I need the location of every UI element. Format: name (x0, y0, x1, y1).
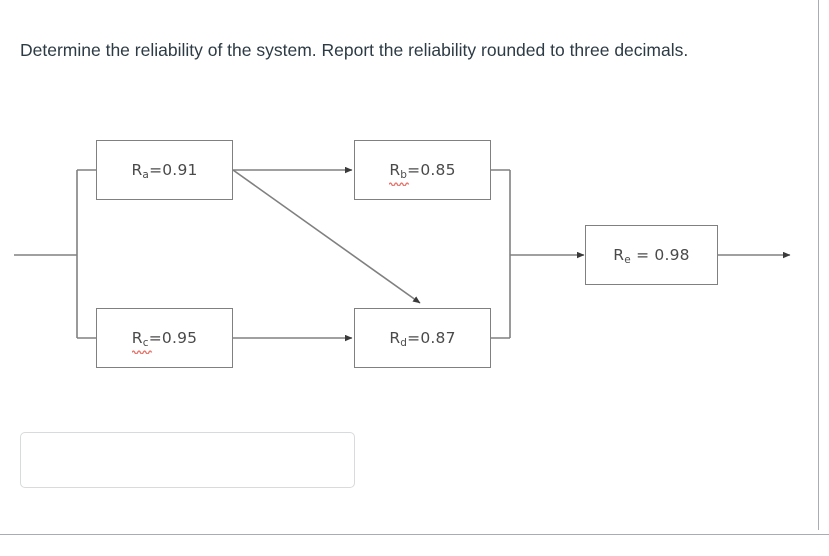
block-rc-value: 0.95 (161, 329, 198, 347)
spellcheck-squiggle-icon (131, 350, 152, 354)
answer-input[interactable] (20, 432, 355, 488)
page-bottom-divider (0, 534, 829, 535)
block-rb-separator: = (407, 161, 421, 179)
block-ra-label: Ra=0.91 (131, 161, 198, 181)
diagram-connectors (14, 166, 791, 342)
block-rd-separator: = (407, 329, 421, 347)
edge-ra-to-rd (232, 169, 421, 304)
block-re-label: Re = 0.98 (613, 246, 690, 266)
block-rb-symbol: R (389, 161, 401, 179)
block-rc-separator: = (148, 329, 162, 347)
block-rb-subscript: b (400, 169, 408, 181)
spellcheck-squiggle-icon (389, 182, 410, 186)
reliability-block-diagram: Ra=0.91 Rb=0.85 Rc=0.95 Rd=0 (0, 120, 829, 400)
block-rc-label: Rc=0.95 (131, 329, 198, 354)
block-rc-subscript: c (142, 337, 149, 349)
block-rd-label: Rd=0.87 (389, 329, 456, 349)
block-rb: Rb=0.85 (354, 140, 491, 200)
block-ra-subscript: a (142, 169, 150, 181)
block-re-value: 0.98 (654, 246, 690, 264)
block-rc-symbol: R (131, 329, 143, 347)
block-rd: Rd=0.87 (354, 308, 491, 368)
block-re: Re = 0.98 (585, 225, 718, 285)
block-re-symbol: R (613, 246, 625, 264)
block-rd-symbol: R (389, 329, 401, 347)
block-rd-value: 0.87 (420, 329, 456, 347)
block-ra: Ra=0.91 (96, 140, 233, 200)
block-ra-value: 0.91 (162, 161, 198, 179)
page-border-right (818, 0, 819, 530)
block-re-subscript: e (624, 254, 631, 266)
block-rc: Rc=0.95 (96, 308, 233, 368)
block-rb-label: Rb=0.85 (389, 161, 456, 186)
block-ra-separator: = (149, 161, 163, 179)
question-prompt: Determine the reliability of the system.… (20, 40, 689, 60)
block-rd-subscript: d (400, 337, 408, 349)
block-re-separator: = (630, 246, 655, 264)
block-ra-symbol: R (131, 161, 143, 179)
block-rb-value: 0.85 (420, 161, 456, 179)
